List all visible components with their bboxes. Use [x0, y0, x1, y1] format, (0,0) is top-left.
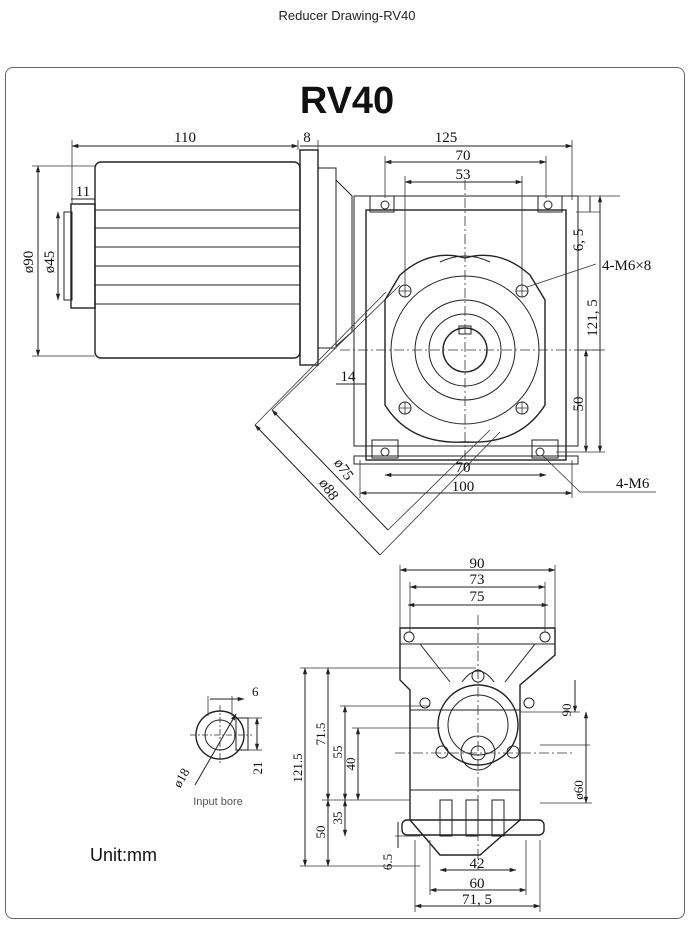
dim-110: 110 [174, 130, 196, 146]
dim-125: 125 [435, 130, 458, 146]
dim-50: 50 [571, 397, 587, 412]
dim-75: 75 [470, 589, 485, 605]
top-view-dimensions [32, 140, 656, 556]
dim-dia-90: ø90 [21, 251, 37, 274]
dim-70-top: 70 [456, 148, 471, 164]
dim-73: 73 [470, 572, 485, 588]
dim-50: 50 [313, 826, 328, 839]
dim-71-5-bottom: 71, 5 [462, 892, 492, 908]
dim-6: 6 [252, 684, 259, 699]
dim-60: 60 [470, 876, 485, 892]
input-bore-labels: 6 21 ø18 Input bore [170, 684, 265, 808]
dim-40: 40 [343, 758, 358, 771]
dim-70-bottom: 70 [456, 460, 471, 476]
reducer-body-top [340, 180, 600, 470]
dim-100: 100 [452, 479, 475, 495]
front-view-dimensions [300, 565, 592, 912]
input-bore-view [190, 696, 262, 786]
dim-11: 11 [76, 184, 90, 200]
dim-53: 53 [456, 167, 471, 183]
dim-dia-75: ø75 [330, 456, 356, 484]
dim-dia-45: ø45 [42, 251, 58, 274]
dim-42: 42 [470, 856, 485, 872]
dim-dia-88: ø88 [315, 476, 341, 504]
dim-dia-18: ø18 [170, 766, 193, 790]
dim-121-5: 121, 5 [585, 299, 601, 337]
dim-90-right: 90 [559, 704, 574, 717]
dim-6-5: 6.5 [380, 854, 395, 870]
input-bore-caption: Input bore [193, 796, 243, 808]
dim-90: 90 [470, 556, 485, 572]
dim-121-5: 121.5 [290, 753, 305, 782]
reducer-front-view [395, 615, 575, 870]
note-4-m6: 4-M6 [616, 476, 650, 492]
dim-8: 8 [303, 130, 311, 146]
page-title: Reducer Drawing-RV40 [278, 8, 416, 23]
motor-body [63, 149, 353, 366]
dim-6-5: 6, 5 [571, 229, 587, 252]
front-view-labels: 90 73 75 121.5 71.5 55 40 35 50 6.5 90 ø… [290, 556, 586, 908]
drawing-title: RV40 [299, 80, 395, 122]
dim-14: 14 [341, 369, 357, 385]
dim-71-5-left: 71.5 [313, 723, 328, 746]
dim-35: 35 [330, 812, 345, 825]
dim-55: 55 [330, 746, 345, 759]
dim-dia-60: ø60 [571, 780, 586, 800]
drawing-frame [5, 67, 685, 919]
dim-21: 21 [250, 762, 265, 775]
note-4-m6x8: 4-M6×8 [602, 258, 651, 274]
unit-label: Unit:mm [90, 845, 157, 865]
